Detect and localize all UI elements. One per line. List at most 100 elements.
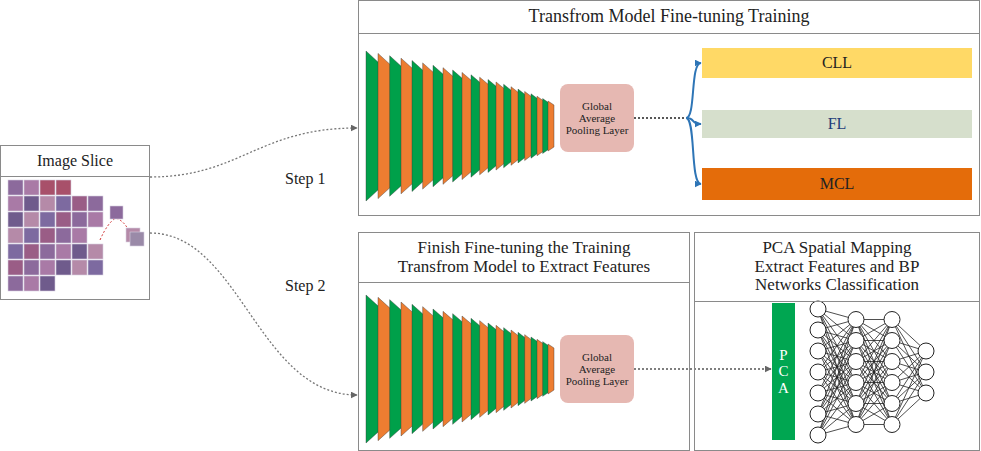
image-tile xyxy=(8,212,23,227)
image-tile xyxy=(88,244,103,259)
cnn-layer xyxy=(453,70,463,182)
class-bar: FL xyxy=(702,110,972,138)
image-tile xyxy=(56,196,71,211)
cnn-layer xyxy=(390,56,402,196)
connector xyxy=(634,118,701,124)
image-tile xyxy=(24,228,39,243)
network-neuron xyxy=(848,312,864,328)
image-tile xyxy=(72,212,87,227)
box-label: CLL xyxy=(822,54,852,72)
network-neuron xyxy=(884,312,900,328)
step-arrow xyxy=(150,233,357,395)
network-neuron xyxy=(918,385,934,401)
network-neuron xyxy=(884,417,900,433)
network-neuron xyxy=(884,375,900,391)
image-tile xyxy=(8,276,23,291)
image-tile xyxy=(24,244,39,259)
dotted-arrow xyxy=(634,368,771,369)
cnn-layer xyxy=(423,307,434,432)
image-tile xyxy=(56,260,71,275)
connector xyxy=(634,369,771,370)
panel-box: Finish Fine-tuning the Training Transfro… xyxy=(358,232,690,451)
image-tile xyxy=(56,228,71,243)
box-label: FL xyxy=(828,115,847,133)
image-tile xyxy=(8,244,23,259)
box-label: Global Average Pooling Layer xyxy=(563,351,631,387)
image-tile xyxy=(72,244,87,259)
pca-bar: PCA xyxy=(772,303,795,440)
cnn-layer xyxy=(488,80,497,173)
image-tile xyxy=(8,180,23,195)
cnn-layer xyxy=(378,297,391,440)
panel-header: PCA Spatial Mapping Extract Features and… xyxy=(695,233,979,302)
panel-title: PCA Spatial Mapping Extract Features and… xyxy=(740,239,935,295)
cnn-layer xyxy=(433,309,444,429)
image-tile xyxy=(40,180,55,195)
cnn-layer xyxy=(453,314,463,425)
class-bar: MCL xyxy=(702,168,972,200)
network-neuron xyxy=(810,301,826,317)
image-tiles xyxy=(8,180,144,291)
connector xyxy=(150,233,357,395)
dotted-link xyxy=(634,117,686,118)
edges xyxy=(150,63,771,395)
network-neuron xyxy=(810,322,826,338)
image-tile xyxy=(40,228,55,243)
class-bar: CLL xyxy=(702,48,972,78)
panel-header: Finish Fine-tuning the Training Transfro… xyxy=(359,233,689,283)
network-neuron xyxy=(848,333,864,349)
image-tile xyxy=(24,180,39,195)
panel-box: Transfrom Model Fine-tuning TrainingGlob… xyxy=(358,0,980,216)
image-tile xyxy=(72,228,87,243)
network-neuron xyxy=(810,427,826,443)
cnn-layer xyxy=(471,318,481,419)
image-tile xyxy=(88,260,103,275)
cnn-layer xyxy=(412,61,424,192)
edge-label: Step 1 xyxy=(283,170,327,188)
panel-title: Image Slice xyxy=(37,152,113,170)
cnn-layer xyxy=(390,300,402,439)
image-tile xyxy=(88,212,103,227)
box-label: Global Average Pooling Layer xyxy=(563,100,631,136)
panel-header: Transfrom Model Fine-tuning Training xyxy=(359,1,979,34)
dotted-link xyxy=(634,117,686,118)
cnn-layer xyxy=(480,77,489,175)
cnn-layer xyxy=(496,325,505,412)
image-tile xyxy=(40,212,55,227)
image-tile xyxy=(40,196,55,211)
network-neuron xyxy=(848,417,864,433)
network-neuron xyxy=(884,333,900,349)
bracket-branch xyxy=(686,118,701,184)
cnn-layer xyxy=(401,302,413,436)
image-tile xyxy=(88,196,103,211)
network-neuron xyxy=(918,364,934,380)
network-neuron xyxy=(884,354,900,370)
connector xyxy=(634,118,701,184)
image-tile xyxy=(40,260,55,275)
image-tile xyxy=(130,232,144,246)
cnn-layers xyxy=(366,295,554,443)
network-neuron xyxy=(810,364,826,380)
cnn-layer xyxy=(423,63,434,189)
cnn-layer xyxy=(433,65,444,186)
cnn-layer xyxy=(462,316,472,422)
cnn-layer xyxy=(480,321,489,418)
image-tile xyxy=(72,260,87,275)
cnn-layer xyxy=(443,311,454,426)
dotted-link xyxy=(634,117,686,118)
image-tile xyxy=(56,212,71,227)
network-neuron xyxy=(848,375,864,391)
cnn-layer xyxy=(366,295,379,443)
network-neuron xyxy=(884,396,900,412)
cnn-layer xyxy=(412,304,424,433)
cnn-layer xyxy=(496,82,505,170)
image-tile xyxy=(56,244,71,259)
cnn-layer xyxy=(504,84,512,167)
bp-network xyxy=(810,301,934,443)
panel-box: Image Slice xyxy=(0,145,150,300)
cnn-layer xyxy=(443,68,454,185)
cnn-layer xyxy=(378,53,391,198)
bracket-branch xyxy=(686,63,701,118)
image-tile xyxy=(24,260,39,275)
